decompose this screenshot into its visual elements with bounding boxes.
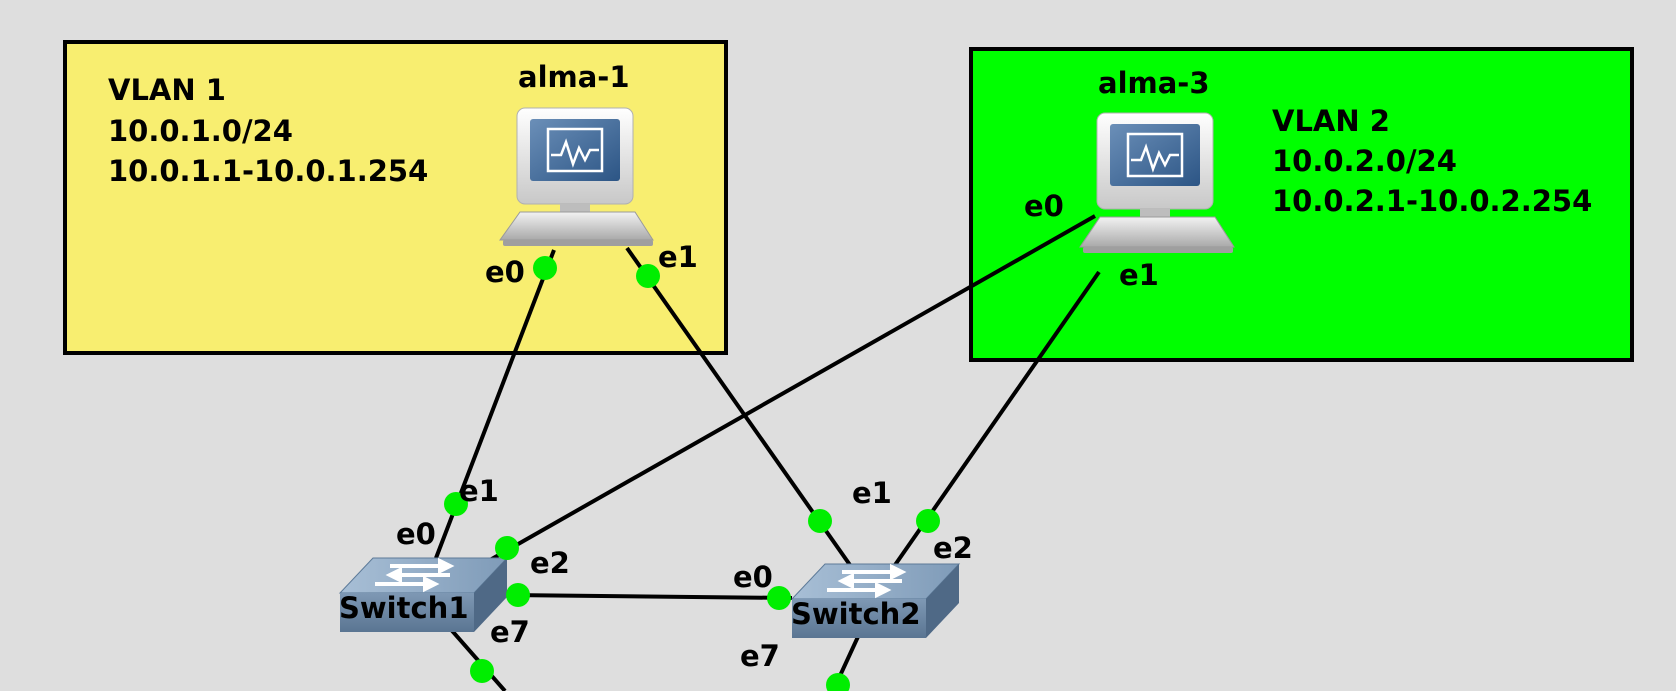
- switch2-label: Switch2: [791, 597, 921, 631]
- vlan2-title: VLAN 2: [1272, 104, 1390, 138]
- link-alma3-e0-switch1-e2[interactable]: [489, 214, 1096, 562]
- port-label-switch1-e7: e7: [490, 615, 530, 649]
- port-dot-alma1-e0[interactable]: [533, 256, 557, 280]
- port-dot-switch2-e7[interactable]: [826, 673, 850, 691]
- link-switch1-e2-switch2-e0[interactable]: [504, 593, 793, 600]
- vlan2-subnet: 10.0.2.0/24: [1272, 144, 1457, 178]
- port-label-switch1-e1: e1: [459, 474, 499, 508]
- port-label-switch2-e2: e2: [933, 531, 973, 565]
- port-label-switch2-e7: e7: [740, 639, 780, 673]
- switch-icon: [790, 563, 961, 638]
- computer-icon: [499, 107, 654, 246]
- port-dot-switch2-e0[interactable]: [767, 586, 791, 610]
- switch2-node[interactable]: Switch2: [790, 563, 961, 638]
- vlan1-range: 10.0.1.1-10.0.1.254: [108, 154, 428, 188]
- alma-1-node[interactable]: alma-1: [499, 60, 654, 246]
- switch1-label: Switch1: [339, 591, 469, 625]
- port-dot-switch2-e1[interactable]: [808, 509, 832, 533]
- port-dot-switch1-e0[interactable]: [506, 583, 530, 607]
- alma-3-label: alma-3: [1098, 66, 1210, 100]
- port-label-switch2-e1: e1: [852, 476, 892, 510]
- port-dot-alma1-e1[interactable]: [636, 264, 660, 288]
- vlan1-title: VLAN 1: [108, 73, 226, 107]
- vlan2-zone[interactable]: VLAN 2 10.0.2.0/24 10.0.2.1-10.0.2.254: [969, 47, 1634, 362]
- port-label-switch2-e0: e0: [733, 560, 773, 594]
- vlan1-subnet: 10.0.1.0/24: [108, 114, 293, 148]
- switch-icon: [338, 557, 509, 632]
- computer-icon: [1079, 112, 1235, 253]
- port-label-alma3-e1: e1: [1119, 258, 1159, 292]
- port-label-switch1-e0: e0: [396, 517, 436, 551]
- alma-3-node[interactable]: alma-3: [1079, 66, 1235, 253]
- port-dot-switch1-e1[interactable]: [444, 492, 468, 516]
- port-label-alma3-e0: e0: [1024, 189, 1064, 223]
- port-dot-switch1-e7[interactable]: [470, 659, 494, 683]
- switch1-node[interactable]: Switch1: [338, 557, 509, 632]
- link-switch1-e7[interactable]: [445, 623, 507, 691]
- port-dots: [444, 256, 940, 691]
- port-label-switch1-e2: e2: [530, 546, 570, 580]
- port-dot-switch1-e2[interactable]: [495, 536, 519, 560]
- port-labels: e0 e1 e0 e1 e1 e0 e2 e7 e1 e2 e0 e7: [396, 189, 1159, 673]
- port-dot-switch2-e2[interactable]: [916, 509, 940, 533]
- port-label-alma1-e0: e0: [485, 255, 525, 289]
- alma-1-label: alma-1: [518, 60, 630, 94]
- port-label-alma1-e1: e1: [658, 240, 698, 274]
- vlan2-range: 10.0.2.1-10.0.2.254: [1272, 184, 1592, 218]
